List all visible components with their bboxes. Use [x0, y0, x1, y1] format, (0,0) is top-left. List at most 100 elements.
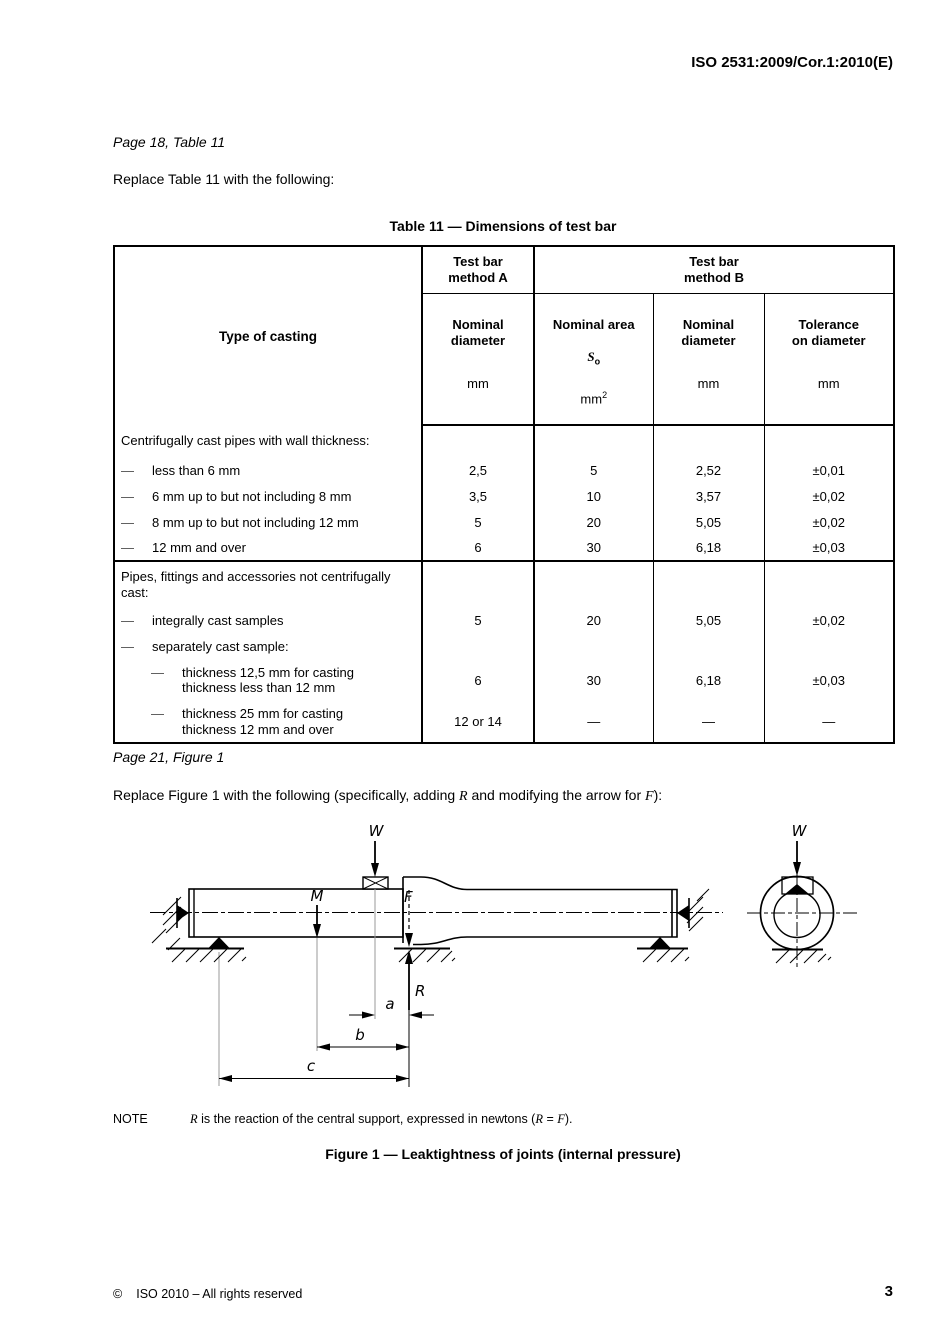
w-arrowhead	[371, 863, 379, 877]
dimensions-table: Type of casting Test bar method A Test b…	[113, 245, 896, 745]
list-dash: —	[121, 514, 134, 530]
dim-c-arrow-left	[219, 1075, 232, 1082]
section-knife-edge	[785, 884, 809, 894]
table-header-row-1: Type of casting Test bar method A Test b…	[114, 246, 895, 426]
row-label: 8 mm up to but not including 12 mm	[152, 514, 359, 530]
document-reference: ISO 2531:2009/Cor.1:2010(E)	[691, 54, 893, 71]
load-block-cross	[362, 876, 389, 890]
list-dash: —	[121, 488, 134, 504]
nominal-diameter-b-label: Nominal diameter	[681, 316, 736, 348]
cell-value	[764, 633, 894, 659]
f-arrowhead	[405, 933, 413, 947]
list-dash: —	[121, 462, 134, 478]
cell-value	[534, 633, 654, 660]
row-label: integrally cast samples	[152, 612, 284, 628]
left-wall-hatching	[151, 896, 183, 951]
cell-value	[653, 425, 765, 458]
cell-value: 5	[422, 607, 535, 634]
row-label: thickness 25 mm for casting thickness 12…	[182, 706, 344, 737]
page-number: 3	[884, 1283, 893, 1300]
dim-b-arrow-right	[396, 1043, 409, 1051]
cell-value: 5,05	[653, 607, 765, 634]
r-arrowhead	[405, 950, 413, 964]
leaktightness-diagram: W M F R	[150, 822, 857, 1087]
table-row: —6 mm up to but not including 8 mm 3,5 1…	[114, 483, 894, 510]
cell-value: ±0,02	[812, 488, 845, 504]
cell-value: ±0,03	[812, 672, 845, 688]
col-header-nominal-area: Nominal area So mm2	[534, 293, 654, 427]
cell-value: 5	[534, 457, 654, 484]
central-support-hatching	[398, 947, 456, 963]
row-label: Pipes, fittings and accessories not cent…	[114, 560, 423, 608]
page-reference-figure: Page 21, Figure 1	[113, 749, 225, 765]
right-support-triangle	[649, 937, 671, 949]
left-support-hatching	[171, 947, 247, 963]
cell-value: —	[653, 701, 765, 744]
m-arrowhead	[313, 924, 321, 938]
col-header-method-b: Test bar method B	[534, 246, 895, 294]
cell-value	[653, 633, 765, 660]
table-row: Pipes, fittings and accessories not cent…	[114, 560, 895, 608]
label-m-moment: M	[311, 887, 324, 905]
area-symbol: So	[587, 349, 601, 367]
label-w-load: W	[369, 822, 385, 840]
cell-value: 30	[534, 535, 654, 562]
row-label: Centrifugally cast pipes with wall thick…	[114, 425, 423, 458]
cell-value	[764, 425, 894, 457]
cell-value: 6	[422, 535, 535, 562]
right-wall-hatching	[686, 888, 710, 932]
cell-value	[422, 560, 535, 608]
cell-value: —	[534, 701, 654, 744]
label-r-reaction: R	[415, 982, 425, 1000]
right-wall-triangle	[677, 905, 689, 921]
section-support-hatching	[775, 948, 832, 964]
cell-value: ±0,03	[812, 540, 845, 556]
table-row: —integrally cast samples 5 20 5,05 ±0,02	[114, 607, 894, 634]
right-pipe-socket	[402, 876, 678, 946]
table-row: — 12 mm and over 6 30 6,18 ±0,03	[114, 535, 894, 562]
left-wall-triangle	[177, 905, 189, 921]
replace-instruction-figure: Replace Figure 1 with the following (spe…	[113, 787, 663, 804]
figure-1-drawing: W M F R	[113, 818, 893, 1094]
row-label: 12 mm and over	[152, 540, 246, 556]
tolerance-label: Tolerance on diameter	[791, 316, 866, 348]
cell-value: 5,05	[653, 509, 765, 536]
cell-value: ±0,01	[812, 462, 845, 478]
cell-value: 2,5	[422, 457, 535, 484]
col-header-method-a: Test bar method A	[422, 246, 535, 294]
col-header-tolerance: Tolerance on diameter mm	[764, 293, 895, 427]
unit-mm2: mm2	[580, 390, 608, 407]
dim-a-arrow-left	[362, 1011, 375, 1019]
col-header-nominal-diameter-a: Nominal diameter mm	[422, 293, 535, 427]
label-dim-c: c	[307, 1057, 316, 1075]
row-label: thickness 12,5 mm for casting thickness …	[182, 664, 354, 696]
unit-mm: mm	[817, 375, 840, 391]
list-dash: —	[121, 540, 134, 556]
cell-value	[422, 425, 535, 458]
copyright-icon: ©	[113, 1287, 123, 1301]
row-label: separately cast sample:	[152, 638, 289, 654]
row-label: 6 mm up to but not including 8 mm	[152, 488, 352, 504]
table-row: — thickness 25 mm for casting thickness 1…	[114, 701, 894, 744]
unit-mm: mm	[697, 375, 720, 391]
cell-value	[422, 633, 535, 660]
w-section-arrowhead	[793, 862, 801, 876]
cell-value: 2,52	[653, 457, 765, 484]
cell-value: 6,18	[653, 535, 765, 562]
nominal-area-label: Nominal area	[552, 316, 635, 332]
cell-value: —	[822, 714, 836, 730]
list-dash: —	[121, 638, 134, 654]
col-header-nominal-diameter-b: Nominal diameter mm	[653, 293, 765, 427]
copyright-notice: ©ISO 2010 – All rights reserved	[113, 1287, 303, 1301]
cell-value	[764, 560, 895, 608]
label-w-section: W	[792, 822, 808, 840]
table-header-row-2: Nominal diameter mm Nominal area So mm2 …	[114, 293, 895, 427]
label-dim-b: b	[355, 1026, 365, 1044]
dim-c-arrow-right	[396, 1075, 409, 1082]
cell-value: 6	[422, 659, 535, 702]
page-reference-table: Page 18, Table 11	[113, 134, 226, 150]
list-dash: —	[151, 664, 164, 680]
table-row: Centrifugally cast pipes with wall thick…	[114, 425, 894, 458]
